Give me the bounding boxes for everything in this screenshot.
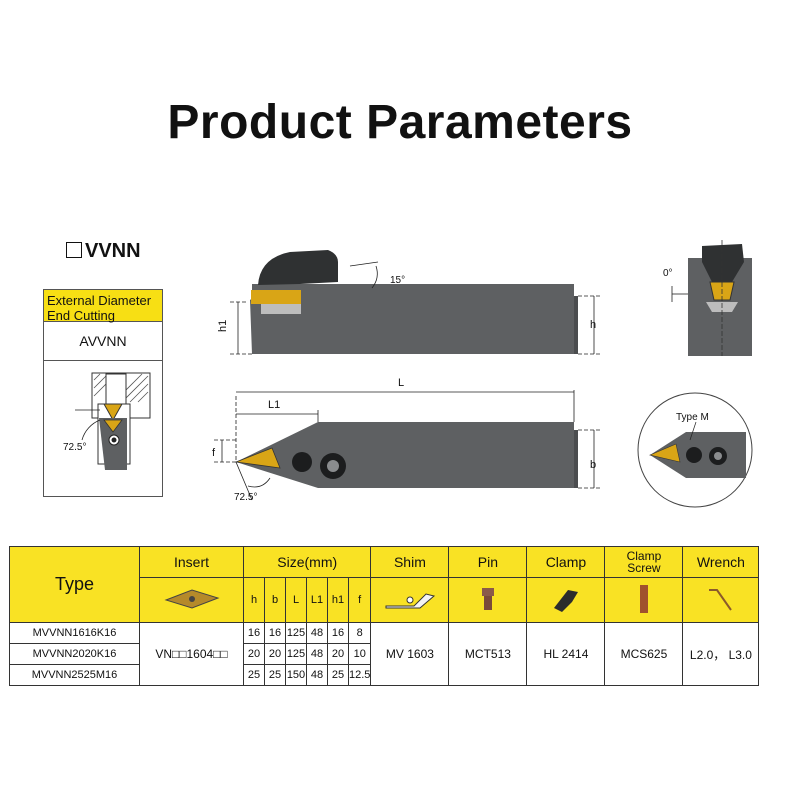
- row-size-f: 8: [347, 622, 372, 644]
- spec-angle-label: 72.5°: [63, 442, 86, 453]
- type-m-detail: Type M: [637, 392, 753, 508]
- row-size-f: 10: [347, 643, 372, 665]
- row-size-h: 20: [243, 643, 265, 665]
- side-angle-label: 15°: [390, 275, 405, 286]
- row-size-h: 16: [243, 622, 265, 644]
- wrench-image-cell: [682, 577, 760, 623]
- size-col-L1: L1: [306, 577, 328, 623]
- table-row: MVVNN2525M16 25 25 150 48 25 12.5: [9, 664, 759, 686]
- shim-value: MV 1603: [370, 622, 450, 686]
- row-size-b: 20: [264, 643, 286, 665]
- row-size-b: 16: [264, 622, 286, 644]
- end-angle-label: 0°: [663, 268, 673, 279]
- header-wrench: Wrench: [682, 546, 760, 578]
- page-title: Product Parameters: [167, 96, 633, 149]
- spec-heading-line1: External Diameter: [47, 293, 152, 308]
- top-angle-label: 72.5°: [234, 492, 257, 503]
- header-pin: Pin: [448, 546, 528, 578]
- row-size-L1: 48: [306, 622, 328, 644]
- insert-image-cell: [139, 577, 244, 623]
- clamp-screw-icon: [639, 584, 648, 613]
- side-h-label: h: [590, 319, 596, 331]
- row-size-L: 150: [285, 664, 307, 686]
- header-clamp-screw-line2: Screw: [627, 561, 661, 575]
- top-b-label: b: [590, 459, 596, 471]
- top-f-label: f: [212, 447, 216, 459]
- side-view-drawing: h1 h 15°: [217, 250, 600, 355]
- insert-icon: [163, 588, 220, 609]
- table-row: MVVNN2020K16 20 20 125 48 20 10: [9, 643, 759, 665]
- row-size-L1: 48: [306, 643, 328, 665]
- row-size-f: 12.5: [347, 664, 372, 686]
- insert-value: VN□□1604□□: [139, 622, 244, 686]
- shim-icon: [385, 592, 435, 608]
- wrench-icon: [708, 588, 732, 611]
- header-clamp: Clamp: [526, 546, 606, 578]
- technical-drawing: 72.5° h1 h 15° 0°: [63, 240, 753, 508]
- tool-code-text: VVNN: [85, 240, 141, 262]
- row-model: MVVNN1616K16: [9, 622, 140, 644]
- clamp-value: HL 2414: [526, 622, 606, 686]
- header-size: Size(mm): [242, 546, 372, 578]
- spec-mini-drawing: 72.5°: [63, 372, 151, 470]
- pin-value: MCT513: [448, 622, 528, 686]
- row-model: MVVNN2020K16: [9, 643, 140, 665]
- detail-label: Type M: [676, 412, 709, 423]
- header-insert: Insert: [139, 546, 244, 578]
- pin-image-cell: [448, 577, 528, 623]
- size-col-h: h: [243, 577, 265, 623]
- size-col-f: f: [347, 577, 372, 623]
- row-size-L1: 48: [306, 664, 328, 686]
- row-model: MVVNN2525M16: [9, 664, 140, 686]
- row-size-b: 25: [264, 664, 286, 686]
- top-L1-label: L1: [268, 399, 280, 411]
- header-type: Type: [9, 546, 140, 623]
- spec-model: AVVNN: [44, 322, 162, 361]
- row-size-L: 125: [285, 622, 307, 644]
- clamp-screw-value: MCS625: [604, 622, 684, 686]
- side-h1-label: h1: [217, 320, 229, 332]
- spec-heading: External Diameter End Cutting: [44, 290, 162, 323]
- wrench-value: L2.0， L3.0: [682, 622, 760, 686]
- row-size-h1: 20: [327, 643, 349, 665]
- end-view-drawing: 0°: [663, 240, 752, 356]
- placeholder-box-icon: [66, 242, 82, 258]
- clamp-image-cell: [526, 577, 606, 623]
- row-size-L: 125: [285, 643, 307, 665]
- clamp-icon: [553, 589, 578, 612]
- spec-heading-line2: End Cutting: [47, 308, 115, 323]
- size-col-L: L: [285, 577, 307, 623]
- size-col-b: b: [264, 577, 286, 623]
- pin-icon: [481, 587, 494, 610]
- size-col-h1: h1: [327, 577, 349, 623]
- tool-code-label: VVNN: [66, 240, 141, 263]
- header-clamp-screw-line1: Clamp: [626, 549, 662, 563]
- shim-image-cell: [370, 577, 450, 623]
- table-row: MVVNN1616K16 VN□□1604□□ 16 16 125 48 16 …: [9, 622, 760, 686]
- top-view-drawing: L L1 f b 72.5°: [212, 377, 600, 503]
- row-size-h1: 25: [327, 664, 349, 686]
- header-shim: Shim: [370, 546, 450, 578]
- row-size-h1: 16: [327, 622, 349, 644]
- top-L-label: L: [398, 377, 404, 389]
- clamp-screw-image-cell: [604, 577, 684, 623]
- parameters-table: Type Insert Size(mm) Shim Pin Clamp Clam…: [9, 546, 760, 686]
- row-size-h: 25: [243, 664, 265, 686]
